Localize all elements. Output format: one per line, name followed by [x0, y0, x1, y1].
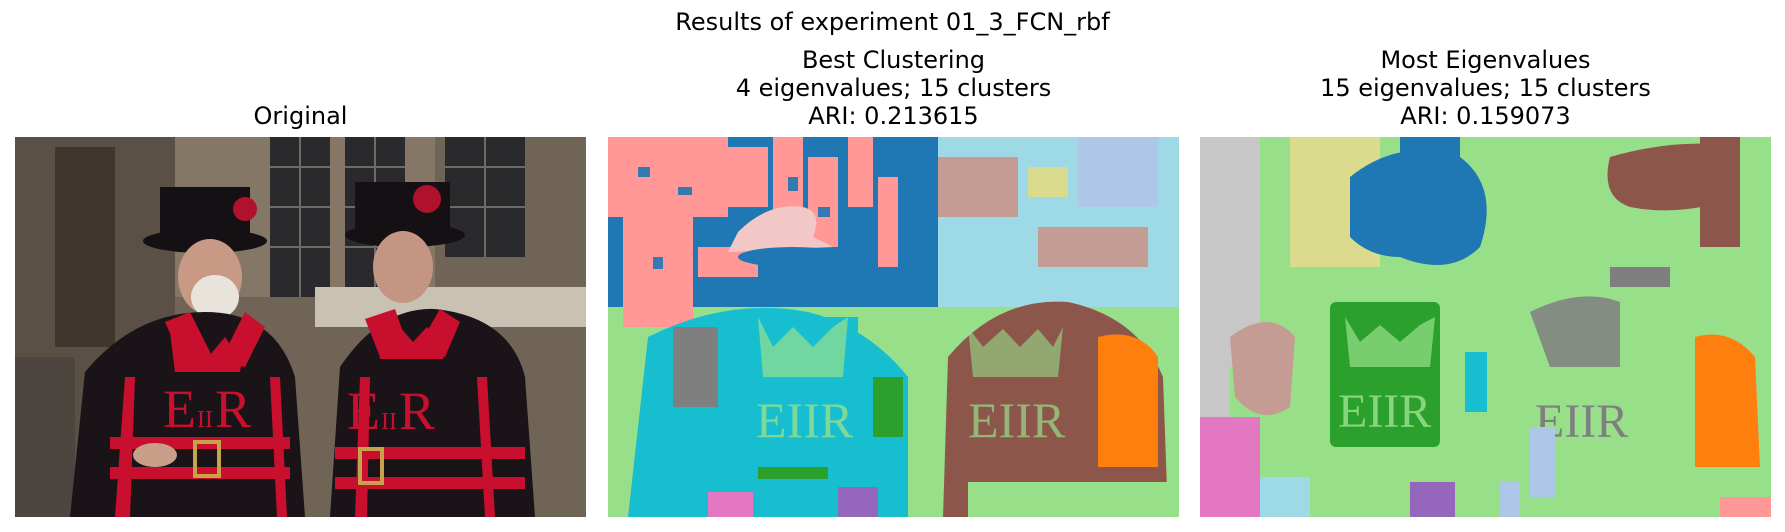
svg-text:EIIR: EIIR — [1338, 385, 1431, 438]
original-photo: E II R E II R — [15, 137, 586, 517]
best-clustering-segmentation: EIIR EIIR — [608, 137, 1179, 517]
original-eiir-right: E — [347, 381, 380, 441]
most-eigenvalues-graphic: EIIR EIIR — [1200, 137, 1771, 517]
panel-subtitle-ari: ARI: 0.159073 — [1400, 102, 1571, 130]
panel-title-best-clustering: Best Clustering 4 eigenvalues; 15 cluste… — [608, 46, 1179, 130]
svg-text:EIIR: EIIR — [756, 392, 854, 448]
panel-title-line: Original — [253, 102, 348, 130]
panel-title-most-eigenvalues: Most Eigenvalues 15 eigenvalues; 15 clus… — [1200, 46, 1771, 130]
svg-text:II: II — [381, 409, 397, 435]
most-eigenvalues-segmentation: EIIR EIIR — [1200, 137, 1771, 517]
svg-text:EIIR: EIIR — [968, 392, 1066, 448]
figure-suptitle: Results of experiment 01_3_FCN_rbf — [675, 8, 1110, 36]
panel-subtitle-eigen-clusters: 4 eigenvalues; 15 clusters — [735, 74, 1052, 102]
svg-text:R: R — [399, 381, 435, 441]
svg-text:II: II — [197, 407, 213, 433]
original-photo-graphic: E II R E II R — [15, 137, 586, 517]
panel-title-line: Most Eigenvalues — [1380, 46, 1591, 74]
original-eiir-left: E — [163, 379, 196, 439]
panel-title-original: Original — [15, 102, 586, 130]
panel-subtitle-eigen-clusters: 15 eigenvalues; 15 clusters — [1320, 74, 1651, 102]
panel-title-line: Best Clustering — [801, 46, 986, 74]
best-clustering-graphic: EIIR EIIR — [608, 137, 1179, 517]
panel-subtitle-ari: ARI: 0.213615 — [808, 102, 979, 130]
svg-text:R: R — [215, 379, 251, 439]
